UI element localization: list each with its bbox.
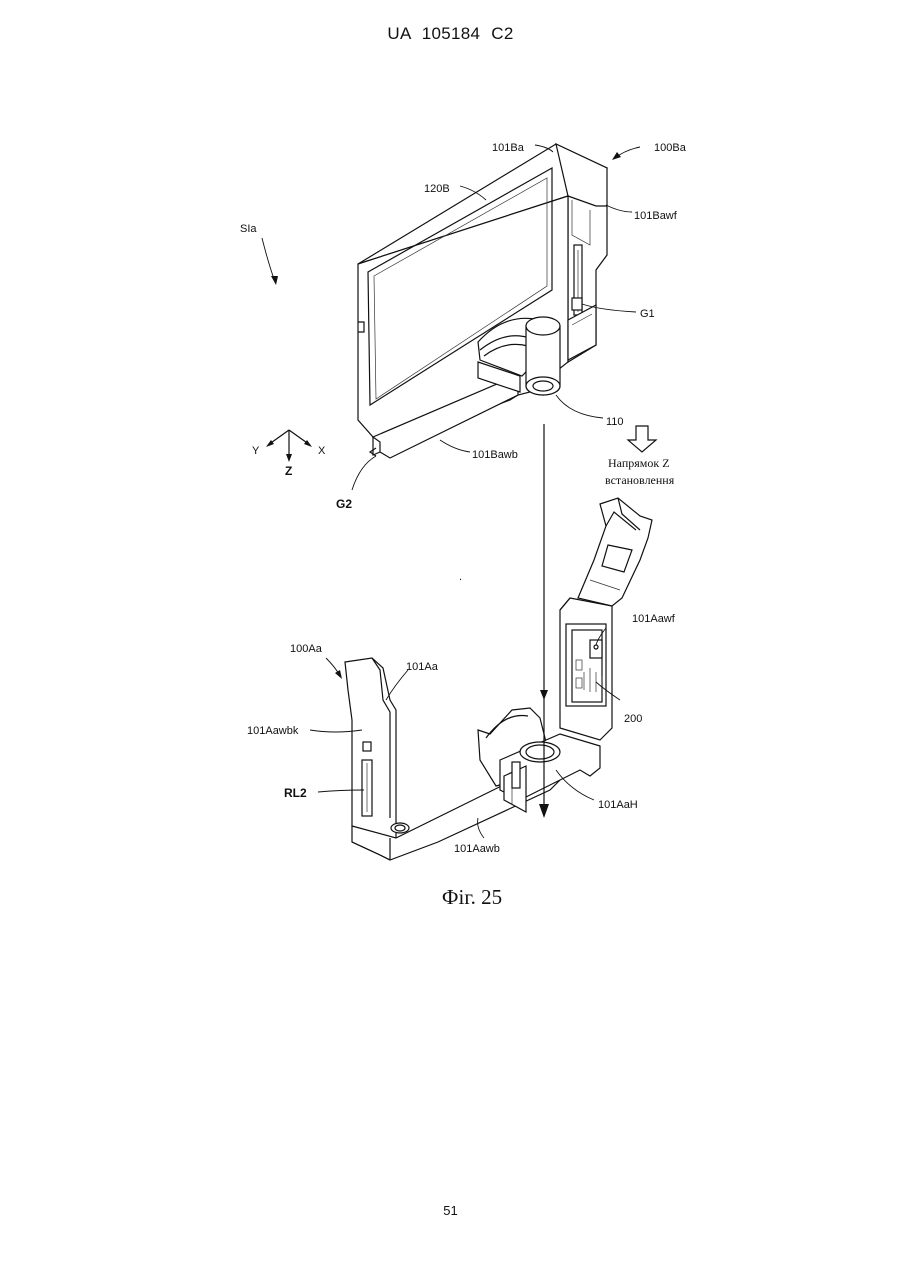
label-101AaH: 101AaH bbox=[598, 799, 638, 811]
label-200: 200 bbox=[624, 713, 642, 725]
axis-triad bbox=[266, 430, 312, 462]
direction-label-line2: встановлення bbox=[605, 473, 675, 487]
label-110: 110 bbox=[606, 416, 624, 428]
label-101Ba: 101Ba bbox=[492, 142, 525, 154]
label-101Aawb: 101Aawb bbox=[454, 843, 500, 855]
cartridge-100Ba bbox=[358, 144, 607, 458]
label-100Ba: 100Ba bbox=[654, 142, 687, 154]
label-100Aa: 100Aa bbox=[290, 643, 323, 655]
label-G2: G2 bbox=[336, 497, 352, 511]
label-sia: SIa bbox=[240, 223, 257, 235]
direction-label-line1: Напрямок Z bbox=[608, 456, 670, 470]
label-G1: G1 bbox=[640, 308, 655, 320]
axis-label-y: Y bbox=[252, 445, 260, 457]
label-101Bawb: 101Bawb bbox=[472, 449, 518, 461]
axis-label-x: X bbox=[318, 445, 326, 457]
label-RL2: RL2 bbox=[284, 786, 307, 800]
label-101Aawf: 101Aawf bbox=[632, 613, 676, 625]
figure-caption: Фіг. 25 bbox=[442, 885, 502, 909]
axis-label-z: Z bbox=[285, 464, 292, 478]
label-120B: 120B bbox=[424, 183, 450, 195]
direction-arrow-icon bbox=[628, 426, 656, 452]
page-number: 51 bbox=[0, 1203, 901, 1218]
stray-dot: . bbox=[459, 571, 462, 583]
label-101Aawbk: 101Aawbk bbox=[247, 725, 299, 737]
label-101Aa: 101Aa bbox=[406, 661, 439, 673]
label-101Bawf: 101Bawf bbox=[634, 210, 678, 222]
